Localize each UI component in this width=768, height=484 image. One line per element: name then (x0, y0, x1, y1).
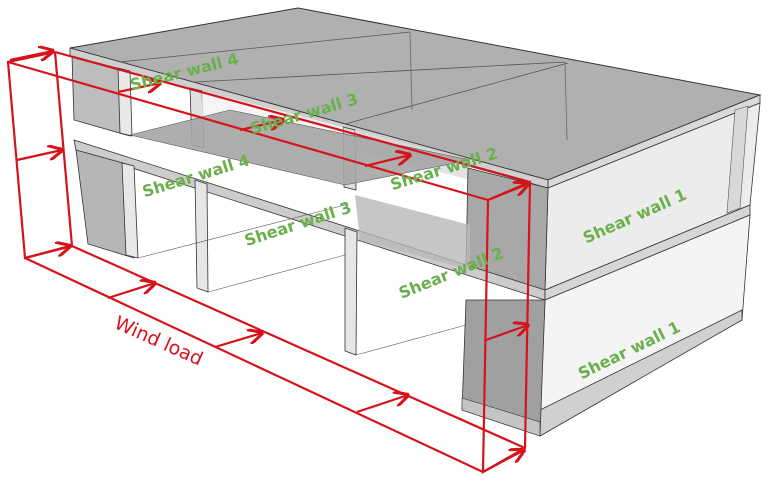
floor-slab (73, 109, 751, 301)
wind-load-arrows (6, 51, 530, 474)
lower-story (75, 149, 751, 437)
